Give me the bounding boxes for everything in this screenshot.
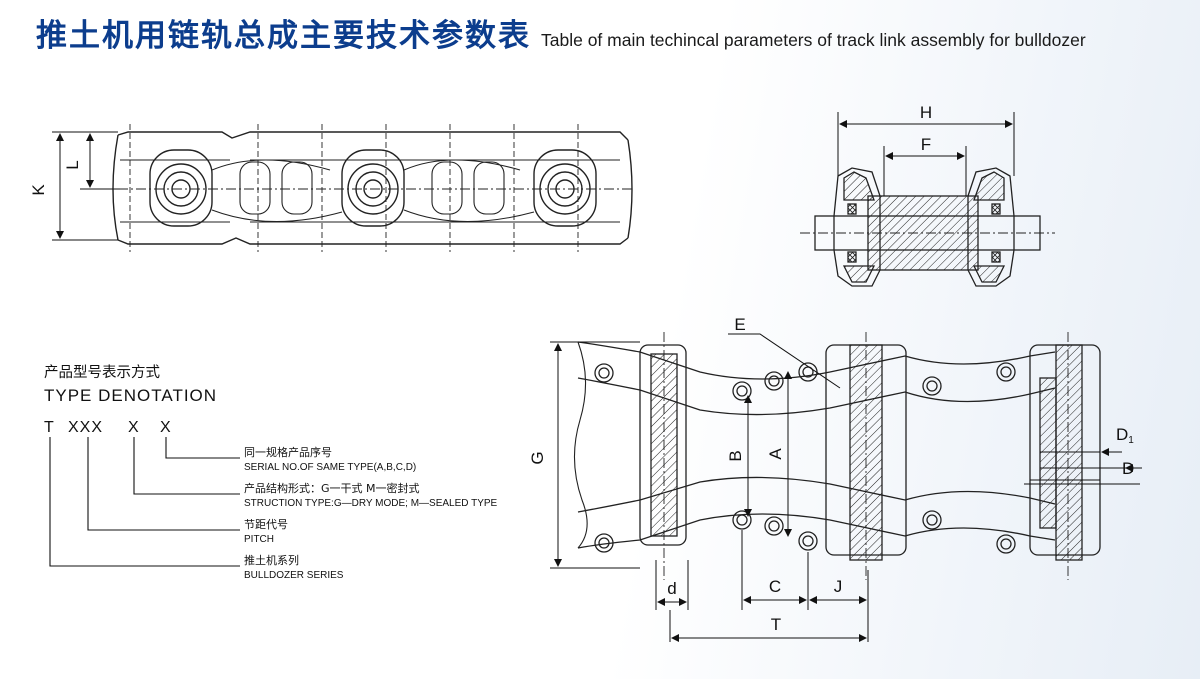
code-structure: X [128, 419, 140, 436]
structure-label-cn: 产品结构形式：G一干式 M一密封式 [244, 481, 420, 495]
series-label-cn: 推土机系列 [244, 553, 299, 567]
series-label-en: BULLDOZER SERIES [244, 570, 344, 581]
serial-label-en: SERIAL NO.OF SAME TYPE(A,B,C,D) [244, 462, 416, 473]
dim-l-label: L [63, 160, 82, 169]
dim-b-label: B [726, 450, 745, 461]
dim-g-label: G [528, 451, 547, 464]
side-view-pin-1 [149, 149, 213, 227]
dim-j-label: J [834, 577, 843, 596]
dim-d-label: D [1122, 459, 1134, 478]
dim-k-label: K [29, 184, 48, 196]
pitch-label-cn: 节距代号 [244, 518, 288, 531]
dim-e-label: E [734, 315, 745, 334]
type-denotation-title-cn: 产品型号表示方式 [44, 364, 160, 381]
dim-h-label: H [920, 103, 932, 122]
type-denotation-leaders [49, 437, 240, 567]
section-view-dimensions [837, 112, 1015, 196]
dim-d1-label: D1 [1116, 425, 1134, 446]
plan-view-drawing [573, 332, 1101, 580]
code-t: T [44, 419, 55, 436]
header: 推土机用链轨总成主要技术参数表 Table of main techincal … [36, 10, 1086, 55]
code-pitch: XXX [68, 419, 103, 436]
section-view-drawing [800, 167, 1055, 287]
dim-c-label: C [769, 577, 781, 596]
title-chinese: 推土机用链轨总成主要技术参数表 [36, 18, 531, 54]
dim-small-d-label: d [667, 579, 676, 598]
title-english: Table of main techincal parameters of tr… [541, 30, 1086, 50]
side-view-pin-2 [341, 149, 405, 227]
side-view-drawing [112, 124, 635, 252]
plan-view-dimensions [550, 333, 1142, 642]
pitch-label-en: PITCH [244, 534, 274, 545]
dim-f-label: F [921, 135, 931, 154]
serial-label-cn: 同一规格产品序号 [244, 445, 332, 459]
side-view-dimensions [52, 131, 120, 241]
type-denotation-title-en: TYPE DENOTATION [44, 386, 217, 405]
side-view-pin-3 [533, 149, 597, 227]
code-serial: X [160, 419, 172, 436]
dim-a-label: A [766, 448, 785, 460]
dim-t-label: T [771, 615, 781, 634]
structure-label-en: STRUCTION TYPE:G—DRY MODE; M—SEALED TYPE [244, 498, 498, 509]
